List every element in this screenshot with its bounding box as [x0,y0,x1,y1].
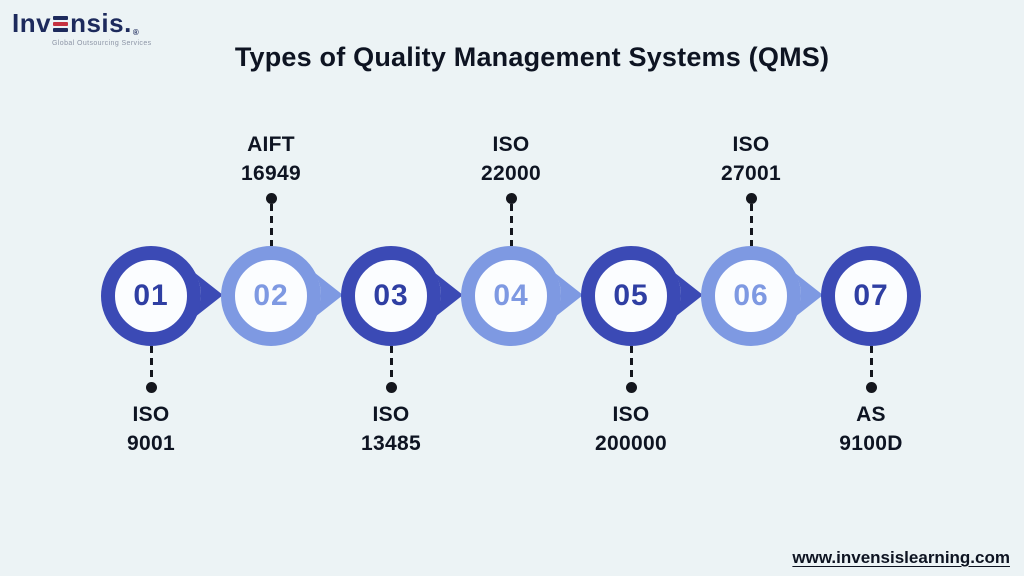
timeline-step-04: ISO 22000 04 [451,130,583,476]
step-circle: 06 [701,246,801,346]
step-top-zone [91,130,211,246]
step-bottom-zone [211,346,331,476]
step-top-zone: ISO 22000 [451,130,571,246]
step-circle-wrap: 05 [571,246,691,346]
step-number: 01 [133,279,169,312]
step-label-line2: 16949 [241,162,301,185]
step-number: 02 [253,279,289,312]
step-circle-wrap: 06 [691,246,811,346]
timeline-step-01: 01 ISO 9001 [91,130,223,476]
step-number: 07 [853,279,889,312]
step-label-line2: 13485 [361,432,421,455]
logo-wordmark: Inv nsis . ® [12,8,152,39]
step-circle: 07 [821,246,921,346]
logo-text-post: nsis [70,8,125,38]
logo-e-bar-top [53,16,69,20]
step-bottom-zone [451,346,571,476]
connector-dot [745,193,757,204]
next-step-arrow-icon [435,273,463,317]
step-bottom-zone: ISO 200000 [571,346,691,476]
step-number: 03 [373,279,409,312]
step-circle-wrap: 03 [331,246,451,346]
step-circle: 01 [101,246,201,346]
step-label: ISO 22000 [481,130,541,188]
step-bottom-zone: AS 9100D [811,346,931,476]
step-top-zone [571,130,691,246]
step-bottom-zone [691,346,811,476]
step-circle: 03 [341,246,441,346]
logo-e-bar-middle-red [53,22,69,26]
step-label: ISO 27001 [721,130,781,188]
next-step-arrow-icon [195,273,223,317]
step-circle-wrap: 04 [451,246,571,346]
logo-stylized-e-icon [53,12,69,36]
step-label-line1: ISO [612,403,650,426]
step-label-line1: ISO [372,403,410,426]
step-bottom-zone: ISO 13485 [331,346,451,476]
footer-website-link[interactable]: www.invensislearning.com [792,548,1010,567]
step-number: 04 [493,279,529,312]
step-circle-wrap: 02 [211,246,331,346]
step-label-line2: 22000 [481,162,541,185]
step-label-line2: 200000 [595,432,667,455]
step-label-line1: AS [856,403,886,426]
connector-dot [865,382,877,393]
timeline-step-05: 05 ISO 200000 [571,130,703,476]
connector-dashed-line [749,204,753,246]
connector-dot [145,382,157,393]
timeline-step-02: AIFT 16949 02 [211,130,343,476]
step-circle: 04 [461,246,561,346]
step-label: ISO 13485 [361,400,421,458]
step-circle: 05 [581,246,681,346]
timeline-step-07: 07 AS 9100D [811,130,931,476]
logo-period: . [124,8,132,38]
step-label-line2: 27001 [721,162,781,185]
logo-text-pre: Inv [12,8,52,38]
next-step-arrow-icon [675,273,703,317]
step-top-zone: AIFT 16949 [211,130,331,246]
connector-dot [625,382,637,393]
step-top-zone [811,130,931,246]
connector-dashed-line [629,346,633,382]
step-top-zone [331,130,451,246]
registered-trademark-icon: ® [132,28,140,37]
connector-dashed-line [869,346,873,382]
step-label-line2: 9100D [839,432,903,455]
connector-dot [505,193,517,204]
step-label: AIFT 16949 [241,130,301,188]
step-bottom-zone: ISO 9001 [91,346,211,476]
logo-e-bar-bottom [53,28,69,32]
qms-timeline: 01 ISO 9001 AIFT 16949 02 [91,130,931,476]
timeline-step-06: ISO 27001 06 [691,130,823,476]
timeline-step-03: 03 ISO 13485 [331,130,463,476]
invensis-logo: Inv nsis . ® Global Outsourcing Services [12,8,152,47]
step-label: ISO 200000 [595,400,667,458]
connector-dashed-line [389,346,393,382]
step-label-line1: ISO [732,133,770,156]
connector-dashed-line [269,204,273,246]
step-circle: 02 [221,246,321,346]
page-title: Types of Quality Management Systems (QMS… [234,42,830,72]
connector-dot [385,382,397,393]
step-circle-wrap: 07 [811,246,931,346]
step-label-line1: AIFT [247,133,295,156]
connector-dashed-line [509,204,513,246]
step-label-line1: ISO [492,133,530,156]
logo-tagline: Global Outsourcing Services [52,40,152,47]
next-step-arrow-icon [555,273,583,317]
step-number: 05 [613,279,649,312]
step-top-zone: ISO 27001 [691,130,811,246]
step-label-line1: ISO [132,403,170,426]
connector-dashed-line [149,346,153,382]
step-label: ISO 9001 [127,400,175,458]
step-number: 06 [733,279,769,312]
next-step-arrow-icon [795,273,823,317]
connector-dot [265,193,277,204]
step-label: AS 9100D [839,400,902,458]
step-circle-wrap: 01 [91,246,211,346]
next-step-arrow-icon [315,273,343,317]
step-label-line2: 9001 [127,432,175,455]
